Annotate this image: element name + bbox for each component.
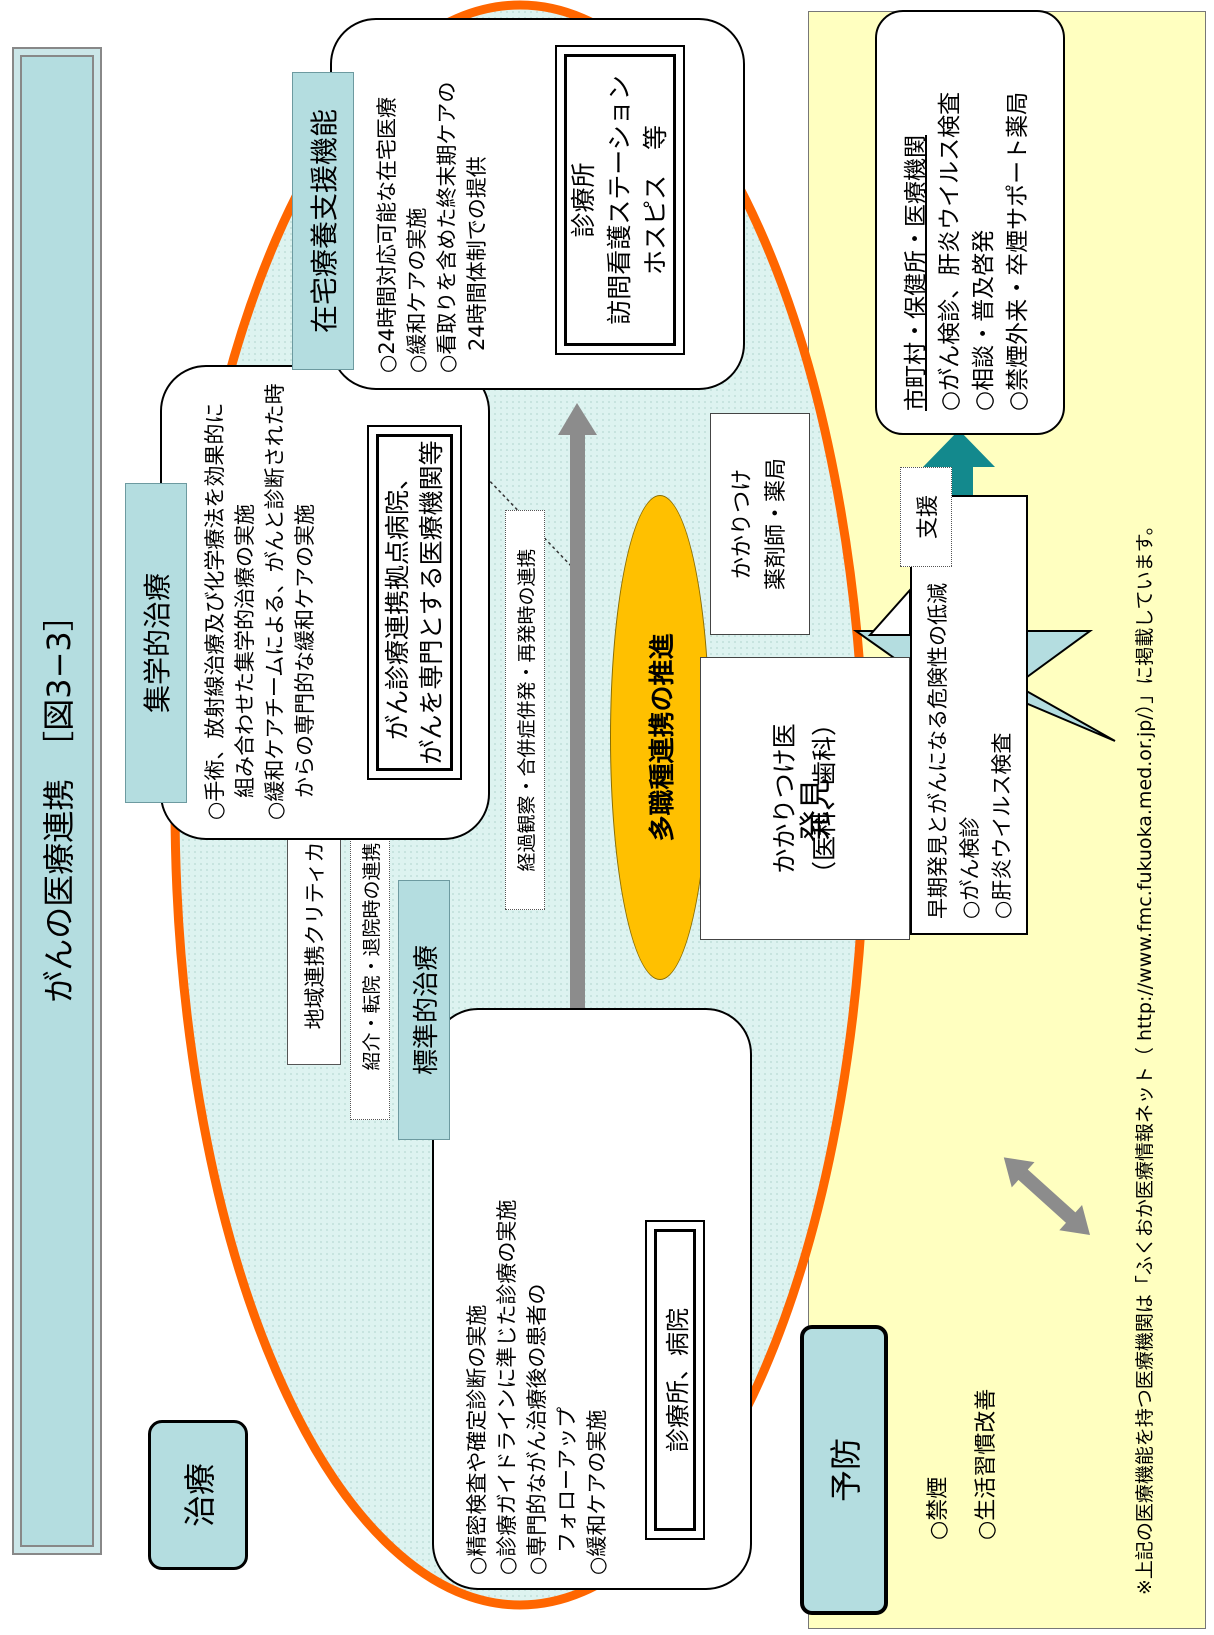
municipal-item-1: ○がん検診、肝炎ウイルス検査 bbox=[937, 91, 963, 411]
municipal-heading: 市町村・保健所・医療機関 bbox=[903, 135, 929, 411]
prevention-items: ○禁煙 ○生活習慣改善 bbox=[915, 1240, 1005, 1540]
municipal-item-3: ○禁煙外来・卒煙サポート薬局 bbox=[1005, 91, 1031, 411]
municipal-box: 市町村・保健所・医療機関 ○がん検診、肝炎ウイルス検査 ○相談・普及啓発 ○禁煙… bbox=[875, 10, 1065, 435]
referral-arrow bbox=[1003, 1157, 1090, 1235]
speech-line-2: ○がん検診 bbox=[958, 816, 982, 919]
prevention-item-1: ○禁煙 bbox=[926, 1476, 951, 1540]
support-label: 支援 bbox=[900, 467, 952, 567]
footnote: ※上記の医療機能を持つ医療機関は「ふくおか医療情報ネット（ http://www… bbox=[1134, 516, 1156, 1595]
speech-line-1: 早期発見とがんになる危険性の低減 bbox=[926, 583, 950, 919]
municipal-item-2: ○相談・普及啓発 bbox=[971, 229, 997, 411]
prevention-item-2: ○生活習慣改善 bbox=[974, 1388, 999, 1540]
speech-line-3: ○肝炎ウイルス検査 bbox=[990, 732, 1014, 919]
